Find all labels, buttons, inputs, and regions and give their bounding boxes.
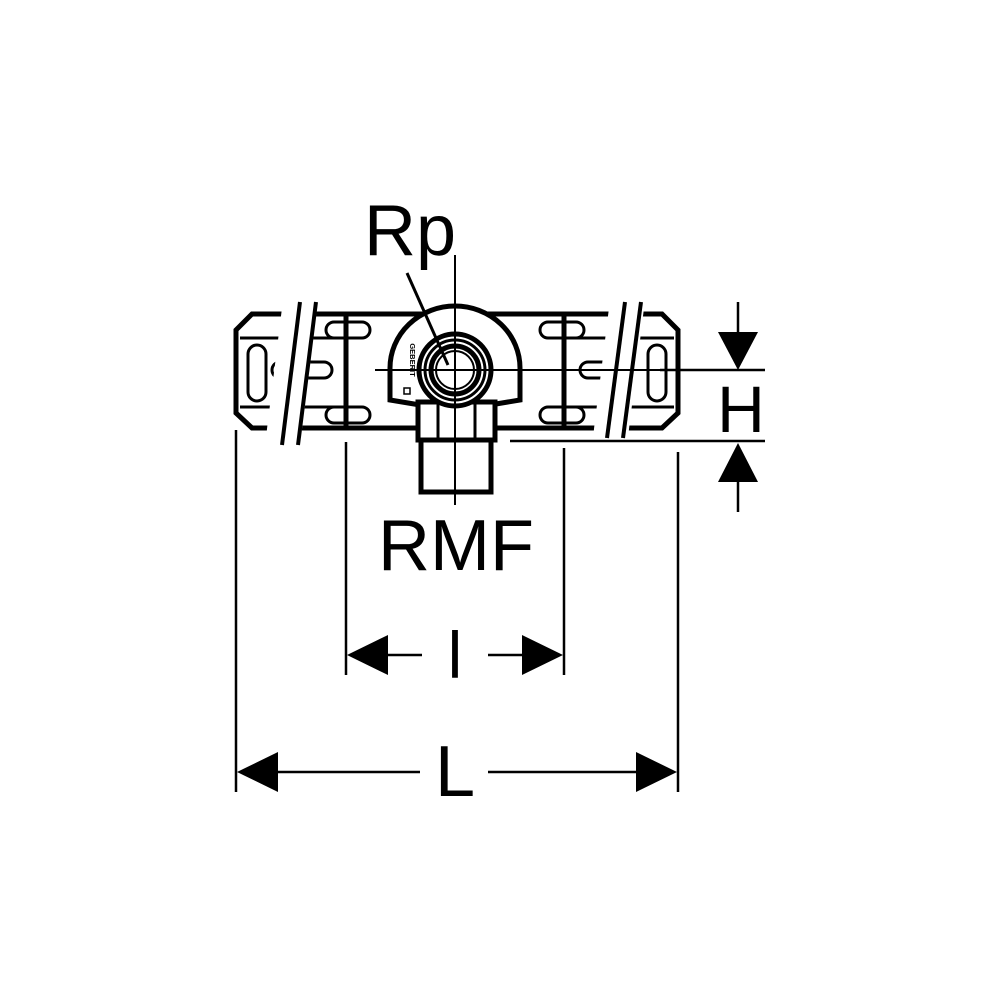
arrow-left-icon — [237, 752, 278, 792]
label-height: H — [717, 372, 765, 446]
arrow-right-icon — [636, 752, 677, 792]
break-marks — [265, 300, 645, 446]
label-rmf: RMF — [378, 506, 534, 586]
label-rp: Rp — [364, 191, 456, 271]
rp-leader-line — [405, 272, 450, 366]
inner-length-dimension — [344, 442, 566, 675]
arrow-left-icon — [347, 635, 388, 675]
brand-mark-text: GEBERIT — [408, 343, 417, 377]
label-inner-length: l — [448, 618, 463, 692]
arrow-right-icon — [522, 635, 563, 675]
overall-length-dimension — [234, 430, 680, 792]
arrow-up-icon — [718, 443, 758, 482]
brand-mark: GEBERIT — [403, 343, 417, 395]
label-overall-length: L — [435, 732, 475, 812]
center-lines — [375, 255, 690, 505]
height-dimension — [510, 302, 765, 512]
arrow-down-icon — [718, 332, 758, 370]
